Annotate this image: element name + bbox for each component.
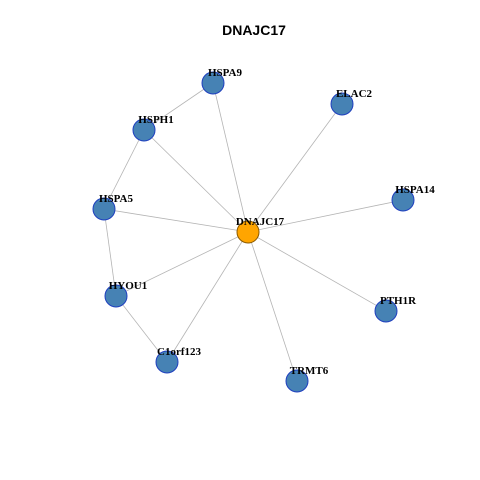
- node-label-hyou1: HYOU1: [109, 280, 148, 292]
- node-label-hspa5: HSPA5: [99, 193, 134, 205]
- node-dnajc17[interactable]: DNAJC17: [236, 216, 285, 244]
- node-c1orf123[interactable]: C1orf123: [155, 346, 201, 374]
- edge-hyou1-c1orf123: [115, 295, 168, 363]
- node-label-elac2: ELAC2: [336, 88, 373, 100]
- node-circle-hsph1[interactable]: [132, 118, 156, 142]
- edge-dnajc17-elac2: [247, 103, 343, 233]
- diagram-title: DNAJC17: [222, 22, 286, 38]
- node-layer: DNAJC17 HSPA9ELAC2HSPH1HSPA14HSPA5HYOU1PT…: [92, 67, 435, 393]
- node-circle-dnajc17[interactable]: [236, 220, 260, 244]
- edge-hspa9-hsph1: [143, 82, 214, 131]
- edge-dnajc17-hspa5: [103, 208, 249, 233]
- edge-dnajc17-hyou1: [115, 231, 249, 297]
- node-circle-elac2[interactable]: [330, 92, 354, 116]
- node-circle-c1orf123[interactable]: [155, 350, 179, 374]
- node-trmt6[interactable]: TRMT6: [285, 365, 329, 393]
- node-circle-hspa5[interactable]: [92, 197, 116, 221]
- edge-dnajc17-c1orf123: [166, 231, 249, 363]
- edge-dnajc17-pth1r: [247, 231, 387, 312]
- edge-dnajc17-hsph1: [143, 129, 249, 233]
- node-label-hsph1: HSPH1: [138, 114, 173, 126]
- node-circle-hspa9[interactable]: [201, 71, 225, 95]
- node-hspa9[interactable]: HSPA9: [201, 67, 243, 95]
- edge-dnajc17-hspa14: [247, 199, 404, 233]
- node-label-pth1r: PTH1R: [380, 295, 417, 307]
- node-label-hspa9: HSPA9: [208, 67, 243, 79]
- edge-dnajc17-trmt6: [247, 231, 298, 382]
- node-label-hspa14: HSPA14: [395, 184, 435, 196]
- edge-layer: [103, 82, 404, 382]
- node-label-c1orf123: C1orf123: [157, 346, 201, 358]
- node-circle-hspa14[interactable]: [391, 188, 415, 212]
- edge-hsph1-hspa5: [103, 129, 145, 210]
- node-hsph1[interactable]: HSPH1: [132, 114, 174, 142]
- node-hspa5[interactable]: HSPA5: [92, 193, 134, 221]
- edge-hspa5-hyou1: [103, 208, 117, 297]
- node-hyou1[interactable]: HYOU1: [104, 280, 148, 308]
- node-circle-hyou1[interactable]: [104, 284, 128, 308]
- node-hspa14[interactable]: HSPA14: [391, 184, 435, 212]
- node-circle-pth1r[interactable]: [374, 299, 398, 323]
- edge-dnajc17-hspa9: [212, 82, 249, 233]
- node-pth1r[interactable]: PTH1R: [374, 295, 417, 323]
- node-elac2[interactable]: ELAC2: [330, 88, 373, 116]
- node-circle-trmt6[interactable]: [285, 369, 309, 393]
- node-label-trmt6: TRMT6: [290, 365, 329, 377]
- node-label-dnajc17: DNAJC17: [236, 216, 285, 228]
